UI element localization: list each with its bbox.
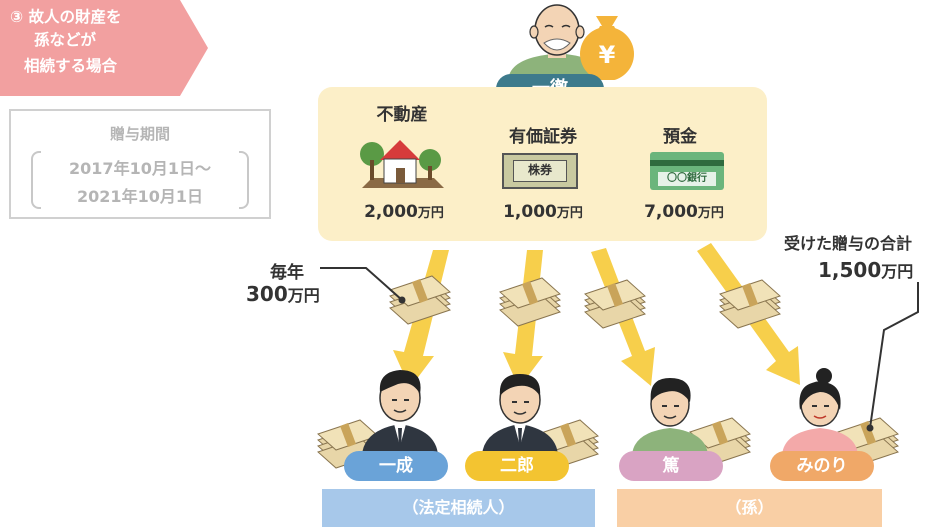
case-title-line1: ③ 故人の財産を xyxy=(10,8,122,26)
yen-symbol: ¥ xyxy=(599,41,616,69)
name-pill-atsushi: 篤 xyxy=(619,451,723,481)
asset-label-real-estate: 不動産 xyxy=(376,105,428,125)
name-pill-jiro: 二郎 xyxy=(465,451,569,481)
name-pill-minori: みのり xyxy=(770,451,874,481)
annual-gift-label: 毎年 xyxy=(270,263,304,283)
deceased-illustration: ¥ xyxy=(508,4,634,80)
house-icon xyxy=(360,140,444,188)
annual-gift-number: 300 xyxy=(246,282,288,306)
asset-value-real-estate: 2,000万円 xyxy=(345,202,463,222)
left-bracket xyxy=(31,151,41,209)
total-gift-unit: 万円 xyxy=(881,262,914,281)
asset-unit-real-estate: 万円 xyxy=(417,206,444,221)
total-gift-amount: 1,500万円 xyxy=(818,258,913,282)
group-grandchildren: （孫） xyxy=(617,489,882,527)
right-bracket xyxy=(239,151,249,209)
case-banner: ③ 故人の財産を 孫などが 相続する場合 xyxy=(0,0,208,96)
total-gift-number: 1,500 xyxy=(818,258,882,282)
money-bag-icon: ¥ xyxy=(580,16,634,80)
case-title-line2: 孫などが xyxy=(34,31,97,49)
asset-unit-deposits: 万円 xyxy=(697,206,724,221)
jiro-person-icon xyxy=(482,374,558,455)
annual-gift-amount: 300万円 xyxy=(246,282,320,306)
asset-label-securities: 有価証券 xyxy=(509,127,577,147)
asset-unit-securities: 万円 xyxy=(556,206,583,221)
minori-person-icon xyxy=(782,368,858,455)
gift-period-from: 2017年10月1日〜 xyxy=(69,159,211,178)
gift-period-box: 贈与期間 2017年10月1日〜 2021年10月1日 xyxy=(9,109,271,219)
gift-period-to: 2021年10月1日 xyxy=(77,187,203,206)
stock-certificate-label: 株券 xyxy=(513,160,567,182)
asset-amount-real-estate: 2,000 xyxy=(364,202,418,222)
gift-period-title: 贈与期間 xyxy=(109,125,170,143)
issei-person-icon xyxy=(362,370,438,455)
bankbook-label: 〇〇銀行 xyxy=(658,172,716,186)
asset-amount-securities: 1,000 xyxy=(503,202,557,222)
group-legal-heirs: （法定相続人） xyxy=(322,489,595,527)
total-gift-label: 受けた贈与の合計 xyxy=(784,234,913,253)
bankbook-icon: 〇〇銀行 xyxy=(650,152,724,190)
asset-value-deposits: 7,000万円 xyxy=(625,202,743,222)
asset-amount-deposits: 7,000 xyxy=(644,202,698,222)
name-pill-issei: 一成 xyxy=(344,451,448,481)
case-title-line3: 相続する場合 xyxy=(24,57,118,75)
annual-gift-unit: 万円 xyxy=(287,286,320,305)
stock-certificate-icon: 株券 xyxy=(502,153,578,189)
asset-label-deposits: 預金 xyxy=(663,127,697,147)
asset-value-securities: 1,000万円 xyxy=(484,202,602,222)
atsushi-person-icon xyxy=(632,378,708,455)
